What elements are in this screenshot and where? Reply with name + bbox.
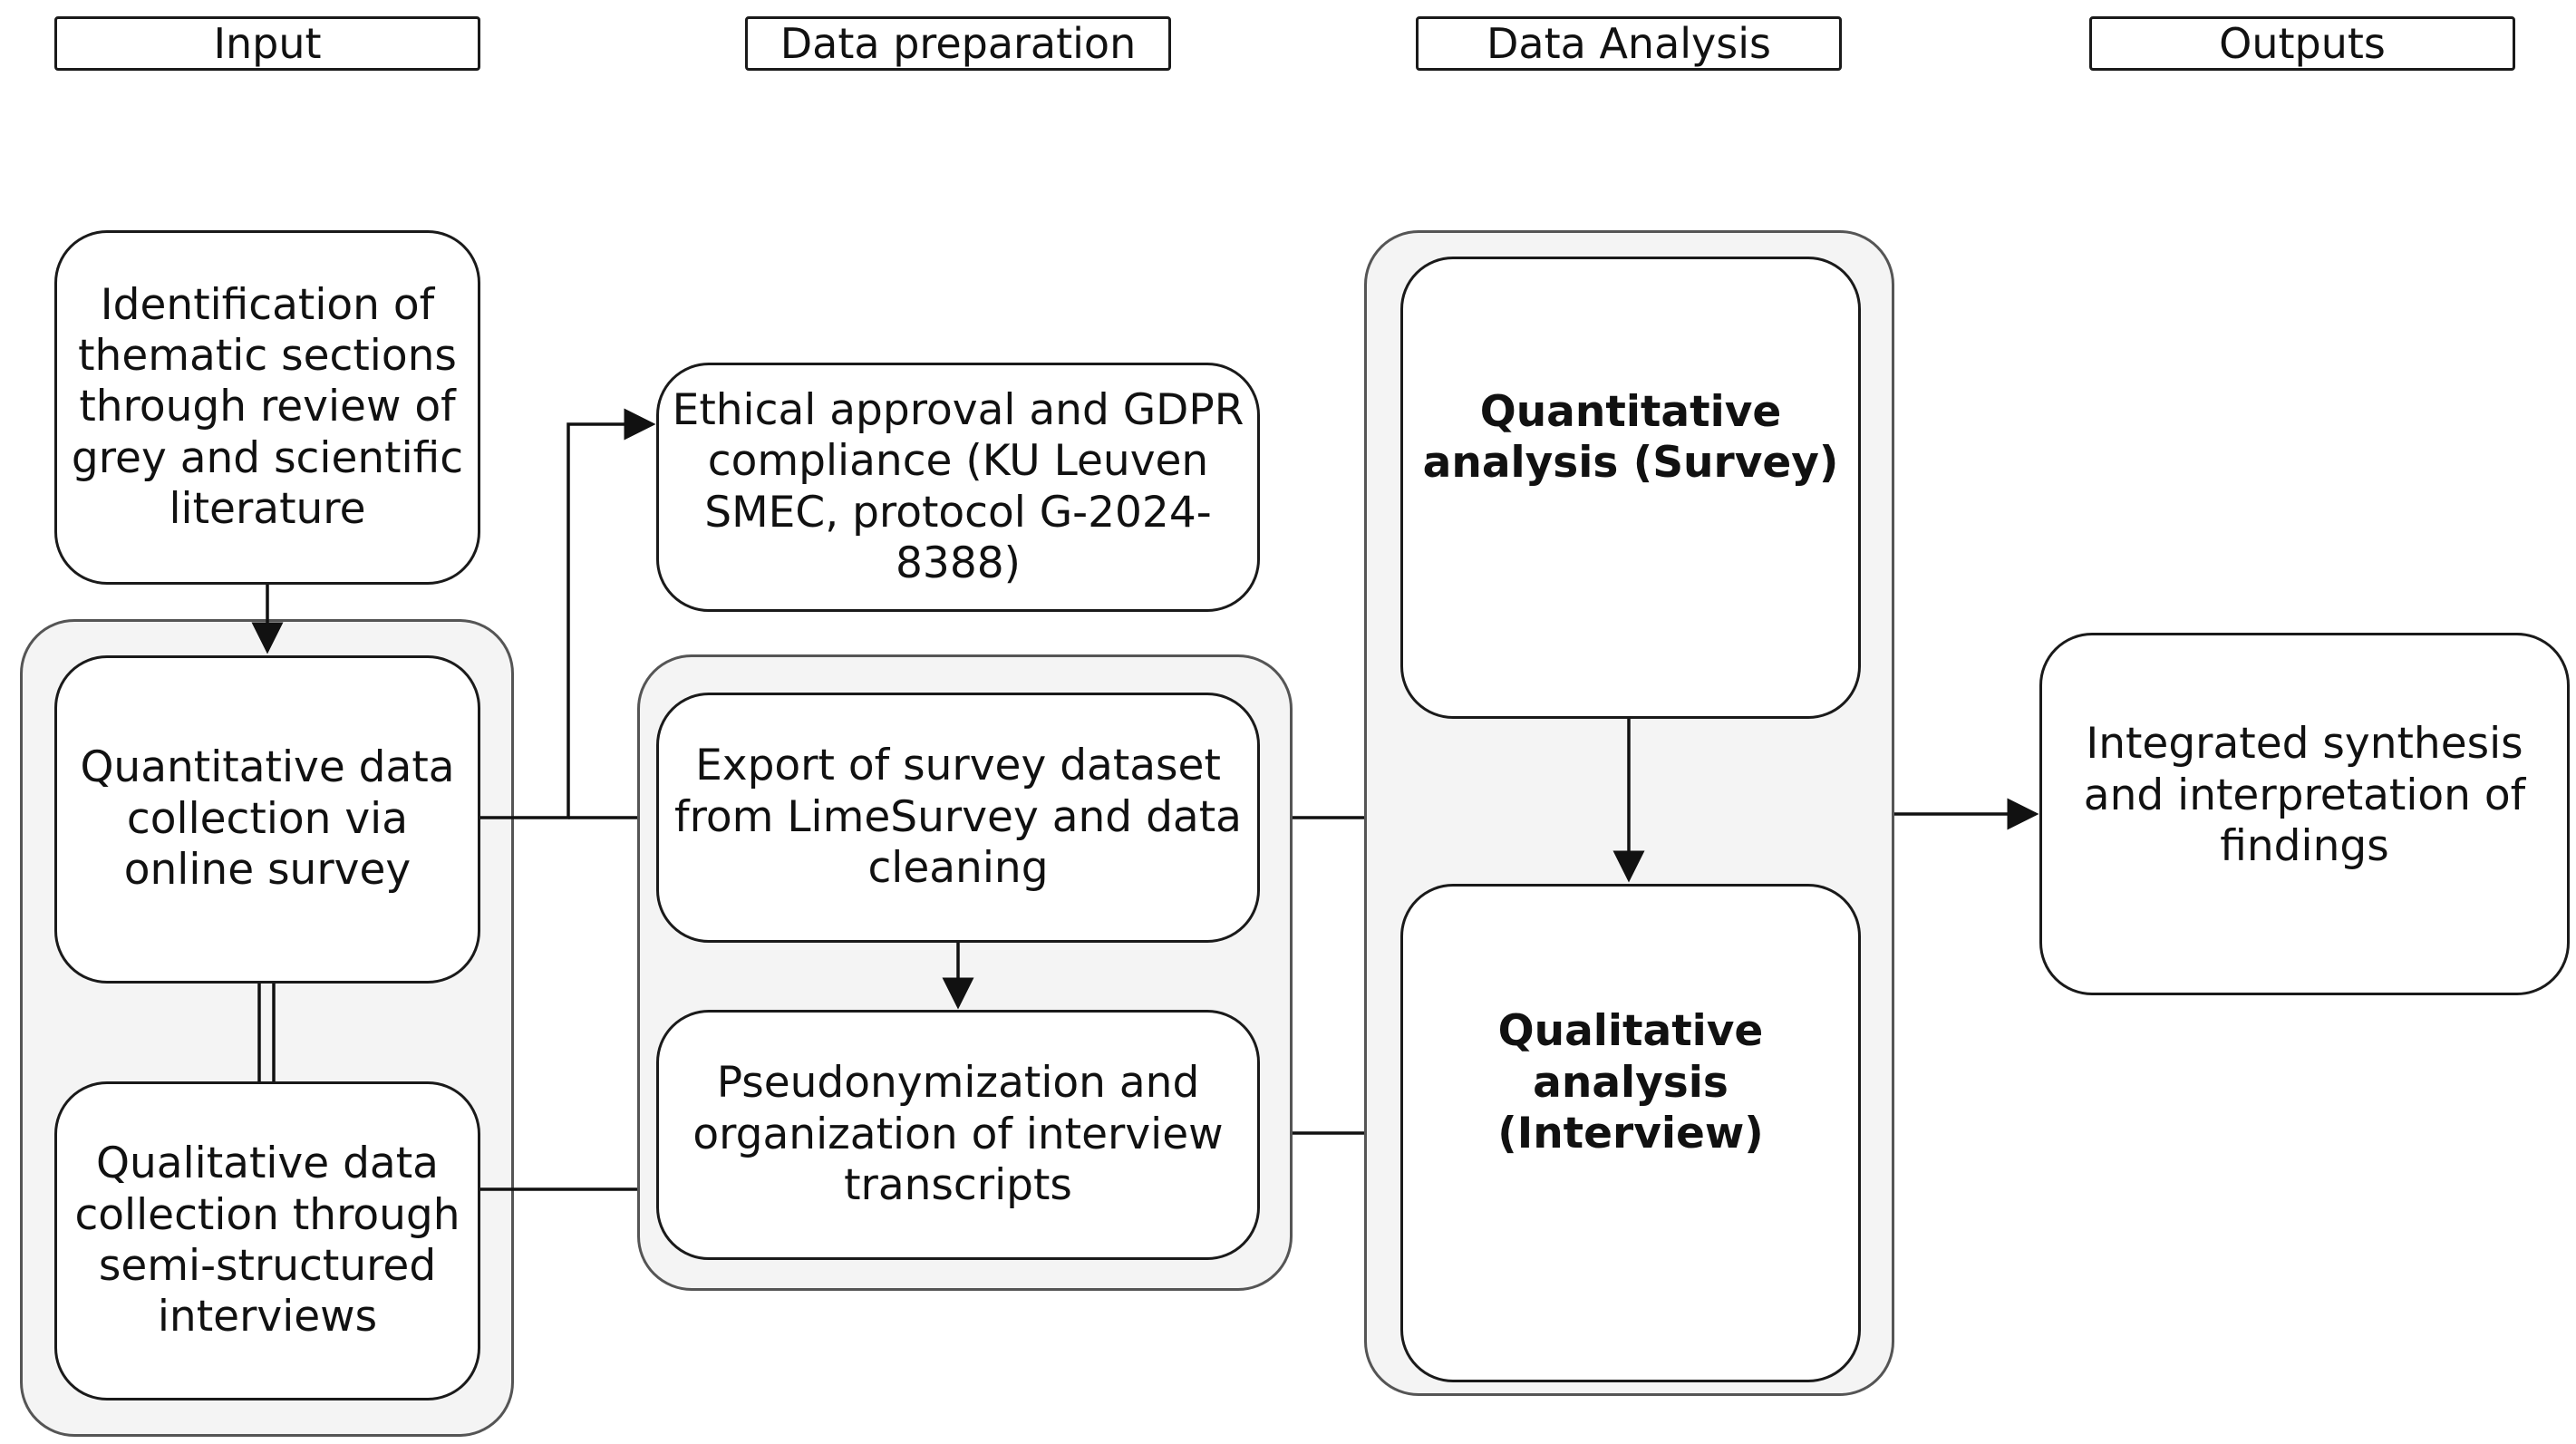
header-data-preparation: Data preparation (745, 16, 1171, 71)
identification-text: Identification of thematic sections thro… (71, 279, 464, 535)
header-data-preparation-label: Data preparation (780, 19, 1137, 68)
arrow-quantitative-to-ethical (480, 408, 656, 819)
header-data-analysis: Data Analysis (1416, 16, 1842, 71)
quantitative-analysis-node: Quantitative analysis (Survey) (1400, 257, 1861, 719)
header-input-label: Input (213, 19, 322, 68)
integrated-synthesis-text: Integrated synthesis and interpretation … (2083, 719, 2526, 872)
pseudonymization-node: Pseudonymization and organization of int… (656, 1010, 1260, 1260)
integrated-synthesis-node: Integrated synthesis and interpretation … (2039, 633, 2570, 995)
header-outputs-label: Outputs (2219, 19, 2386, 68)
qualitative-collection-node: Qualitative data collection through semi… (54, 1081, 480, 1400)
qualitative-analysis-node: Qualitative analysis (Interview) (1400, 884, 1861, 1382)
qualitative-collection-text: Qualitative data collection through semi… (74, 1139, 460, 1342)
header-data-analysis-label: Data Analysis (1487, 19, 1771, 68)
qualitative-analysis-text: Qualitative analysis (Interview) (1497, 1006, 1764, 1159)
export-survey-text: Export of survey dataset from LimeSurvey… (674, 741, 1242, 894)
ethical-approval-text: Ethical approval and GDPR compliance (KU… (672, 384, 1244, 588)
export-survey-node: Export of survey dataset from LimeSurvey… (656, 693, 1260, 943)
pseudonymization-text: Pseudonymization and organization of int… (692, 1058, 1224, 1211)
quantitative-collection-node: Quantitative data collection via online … (54, 655, 480, 984)
quantitative-analysis-text: Quantitative analysis (Survey) (1422, 386, 1839, 488)
header-outputs: Outputs (2089, 16, 2515, 71)
ethical-approval-node: Ethical approval and GDPR compliance (KU… (656, 363, 1260, 612)
quantitative-collection-text: Quantitative data collection via online … (80, 742, 455, 896)
identification-node: Identification of thematic sections thro… (54, 230, 480, 585)
header-input: Input (54, 16, 480, 71)
